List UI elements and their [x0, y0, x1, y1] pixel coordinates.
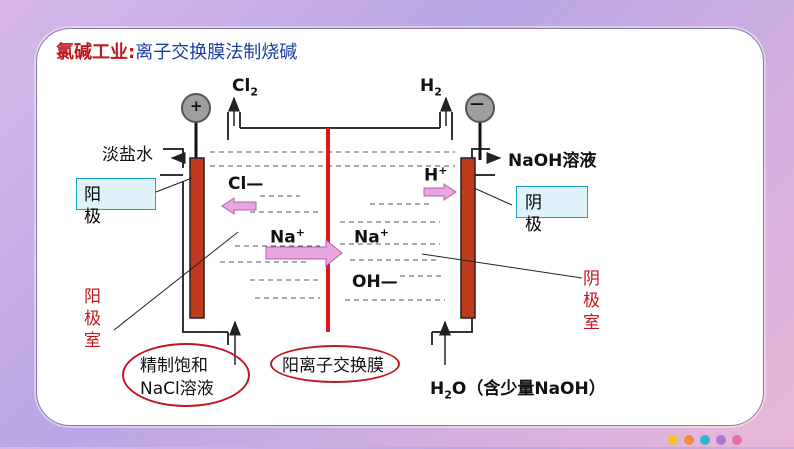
membrane-label: 阳离子交换膜: [282, 356, 384, 376]
anode-chamber-char-1: 阳: [84, 287, 101, 307]
water-h: H: [430, 379, 445, 399]
cathode-electrode: [460, 157, 476, 319]
cl2-label: Cl2: [232, 76, 258, 98]
cathode-label-box: [516, 186, 588, 218]
solution-level: [210, 151, 455, 301]
feed-line-2: NaCl溶液: [140, 379, 214, 399]
decorative-dots: [668, 430, 748, 449]
anode-box-char-2: 极: [84, 207, 101, 227]
na-arrow: [265, 238, 343, 268]
cathode-chamber-char-3: 室: [583, 313, 600, 333]
na-right-text: Na: [354, 227, 380, 248]
cathode-chamber-char-1: 阴: [583, 269, 600, 289]
cathode-chamber-char-2: 极: [583, 291, 600, 311]
na-ion-left-label: Na+: [270, 226, 305, 248]
water-rest: O（含少量NaOH）: [451, 379, 606, 399]
dot-teal: [700, 435, 710, 445]
title-prefix: 氯碱工业:: [56, 42, 136, 63]
cl-arrow: [221, 197, 257, 215]
ion-arrows: [221, 183, 457, 268]
minus-sign: —: [470, 96, 484, 112]
cathode-box-text: 阴 极: [525, 192, 543, 236]
anode-terminal: [181, 93, 211, 123]
h-ion-text: H: [424, 165, 439, 186]
cathode-terminal: [465, 93, 495, 123]
cl2-sub: 2: [250, 85, 258, 99]
anode-electrode: [189, 157, 205, 319]
cathode-box-char-1: 阴: [525, 193, 542, 213]
cl2-text: Cl: [232, 76, 251, 96]
leader-lines: [113, 177, 583, 331]
na-ion-right-label: Na+: [354, 226, 389, 248]
na-right-sup: +: [379, 226, 389, 239]
flow-arrows: [170, 96, 502, 365]
oh-ion-label: OH—: [352, 272, 398, 292]
dot-purple: [716, 435, 726, 445]
h2-text: H: [420, 76, 435, 96]
page-title: 氯碱工业:离子交换膜法制烧碱: [56, 38, 297, 64]
cl-ion-label: Cl—: [228, 174, 264, 194]
feed-ellipse: [122, 343, 250, 407]
h2-label: H2: [420, 76, 442, 98]
cathode-chamber-label: 阴 极 室: [583, 268, 601, 334]
water-feed-label: H2O（含少量NaOH）: [430, 374, 606, 401]
anode-chamber-char-2: 极: [84, 309, 101, 329]
membrane-ellipse: [270, 345, 400, 383]
dot-pink: [732, 435, 742, 445]
cell-vessel: [160, 112, 495, 345]
water-sub: 2: [444, 388, 452, 402]
h-arrow: [423, 183, 457, 201]
anode-label-box: [76, 178, 156, 210]
dot-orange: [684, 435, 694, 445]
naoh-solution-label: NaOH溶液: [508, 151, 597, 171]
h-ion-label: H+: [424, 164, 447, 186]
title-main: 离子交换膜法制烧碱: [135, 42, 298, 63]
cathode-box-char-2: 极: [525, 215, 542, 235]
dot-yellow: [668, 435, 678, 445]
na-left-text: Na: [270, 227, 296, 248]
anode-chamber-char-3: 室: [84, 331, 101, 351]
h2-sub: 2: [434, 85, 442, 99]
dilute-brine-label: 淡盐水: [102, 145, 153, 165]
h-ion-sup: +: [438, 164, 448, 177]
feed-line-1: 精制饱和: [140, 356, 208, 376]
anode-box-char-1: 阳: [84, 185, 101, 205]
anode-chamber-label: 阳 极 室: [84, 286, 102, 352]
na-left-sup: +: [295, 226, 305, 239]
anode-box-text: 阳 极: [84, 184, 102, 228]
plus-sign: +: [190, 97, 203, 115]
